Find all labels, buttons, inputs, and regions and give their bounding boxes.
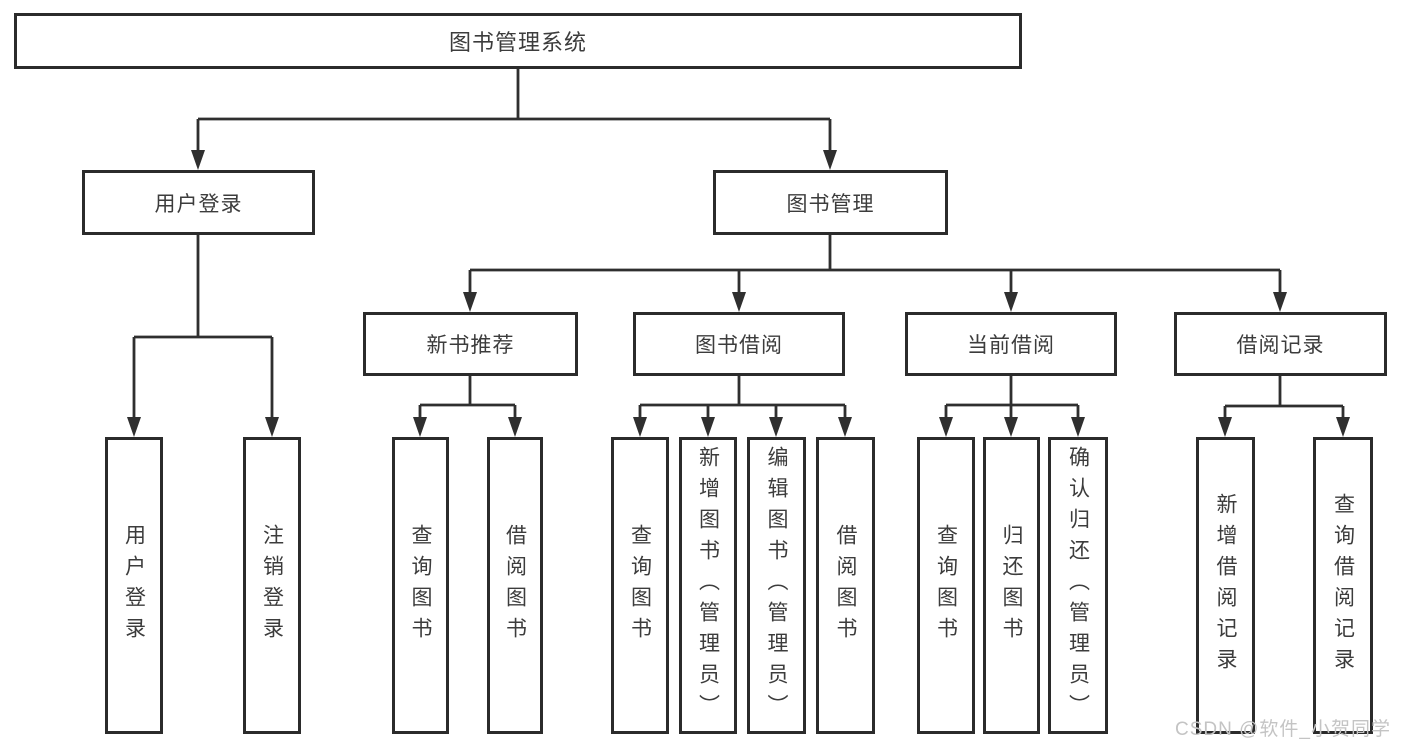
leaf-borrow-query-books: 查询图书 (611, 437, 669, 734)
leaf-records-query-borrow-record: 查询借阅记录 (1313, 437, 1373, 734)
node-borrowing-records: 借阅记录 (1174, 312, 1387, 376)
node-label: 图书管理系统 (448, 30, 587, 55)
node-book-management: 图书管理 (713, 170, 948, 235)
leaf-label: 归还图书 (1000, 523, 1023, 648)
leaf-user-login: 用户登录 (105, 437, 163, 734)
node-label: 新书推荐 (426, 334, 515, 357)
leaf-label: 新增借阅记录 (1214, 492, 1237, 679)
node-new-book-recommend: 新书推荐 (363, 312, 578, 376)
leaf-label: 用户登录 (122, 523, 146, 648)
node-current-borrowing: 当前借阅 (905, 312, 1117, 376)
leaf-label: 确认归还（管理员） (1066, 446, 1090, 725)
leaf-label: 新增图书（管理员） (696, 446, 720, 725)
watermark: CSDN @软件_小贺同学 (1175, 719, 1391, 740)
node-book-borrowing: 图书借阅 (633, 312, 845, 376)
leaf-current-query-books: 查询图书 (917, 437, 975, 734)
node-label: 图书借阅 (695, 334, 783, 357)
node-library-management-system: 图书管理系统 (14, 13, 1022, 69)
leaf-logout: 注销登录 (243, 437, 301, 734)
leaf-label: 查询图书 (628, 523, 652, 648)
leaf-borrow-edit-books-admin: 编辑图书（管理员） (747, 437, 806, 734)
leaf-newrec-query-books: 查询图书 (392, 437, 449, 734)
leaf-label: 查询图书 (409, 523, 432, 648)
leaf-label: 注销登录 (260, 523, 284, 648)
node-user-login: 用户登录 (82, 170, 315, 235)
leaf-label: 借阅图书 (834, 523, 857, 648)
node-label: 当前借阅 (967, 334, 1055, 357)
node-label: 借阅记录 (1236, 334, 1325, 357)
arrowhead-icons (127, 150, 1350, 437)
leaf-label: 查询借阅记录 (1331, 492, 1355, 679)
leaf-borrow-borrow-books: 借阅图书 (816, 437, 875, 734)
node-label: 用户登录 (154, 192, 243, 216)
leaf-records-add-borrow-record: 新增借阅记录 (1196, 437, 1255, 734)
leaf-current-return-books: 归还图书 (983, 437, 1040, 734)
leaf-label: 查询图书 (934, 523, 958, 648)
leaf-current-confirm-return-admin: 确认归还（管理员） (1048, 437, 1108, 734)
leaf-label: 借阅图书 (503, 523, 527, 648)
leaf-borrow-add-books-admin: 新增图书（管理员） (679, 437, 737, 734)
leaf-newrec-borrow-books: 借阅图书 (487, 437, 543, 734)
node-label: 图书管理 (786, 192, 875, 216)
leaf-label: 编辑图书（管理员） (765, 446, 788, 725)
